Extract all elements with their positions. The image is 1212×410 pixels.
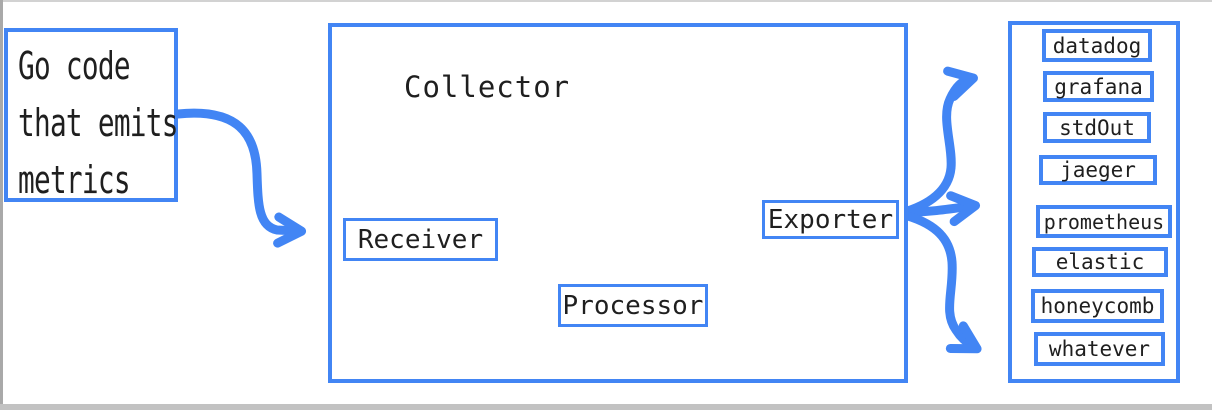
destination-honeycomb: honeycomb xyxy=(1031,289,1164,323)
destination-prometheus-label: prometheus xyxy=(1043,209,1165,234)
stage-exporter: Exporter xyxy=(762,200,899,239)
stage-receiver: Receiver xyxy=(343,218,498,261)
arrow-exporter-to-dest-middle xyxy=(896,191,981,227)
destination-grafana-label: grafana xyxy=(1054,74,1143,99)
destination-elastic-label: elastic xyxy=(1055,250,1145,274)
window-left-edge xyxy=(0,0,3,404)
destination-grafana: grafana xyxy=(1043,71,1154,102)
window-top-edge xyxy=(3,0,1212,2)
stage-receiver-label: Receiver xyxy=(357,224,484,255)
destination-stdout-label: stdOut xyxy=(1059,115,1135,140)
arrow-exporter-to-dest-top xyxy=(896,66,978,218)
source-code-label: Go code that emits metrics xyxy=(18,44,178,202)
destination-elastic: elastic xyxy=(1032,247,1168,277)
window-bottom-edge xyxy=(0,404,1212,410)
arrow-source-to-receiver xyxy=(173,108,307,248)
destination-whatever-label: whatever xyxy=(1048,337,1151,361)
source-code-box: Go code that emits metrics xyxy=(4,28,178,202)
destination-whatever: whatever xyxy=(1034,332,1165,366)
destination-jaeger-label: jaeger xyxy=(1060,158,1136,182)
destination-jaeger: jaeger xyxy=(1039,155,1157,185)
stage-exporter-label: Exporter xyxy=(767,204,894,235)
destination-prometheus: prometheus xyxy=(1036,205,1172,238)
arrow-exporter-to-dest-bottom xyxy=(896,209,982,354)
destination-datadog: datadog xyxy=(1042,29,1152,62)
stage-processor-label: Processor xyxy=(562,290,704,321)
stage-processor: Processor xyxy=(558,284,708,327)
destination-datadog-label: datadog xyxy=(1052,33,1142,58)
collector-title: Collector xyxy=(404,70,571,104)
destination-stdout: stdOut xyxy=(1043,112,1151,143)
destination-honeycomb-label: honeycomb xyxy=(1040,294,1155,318)
